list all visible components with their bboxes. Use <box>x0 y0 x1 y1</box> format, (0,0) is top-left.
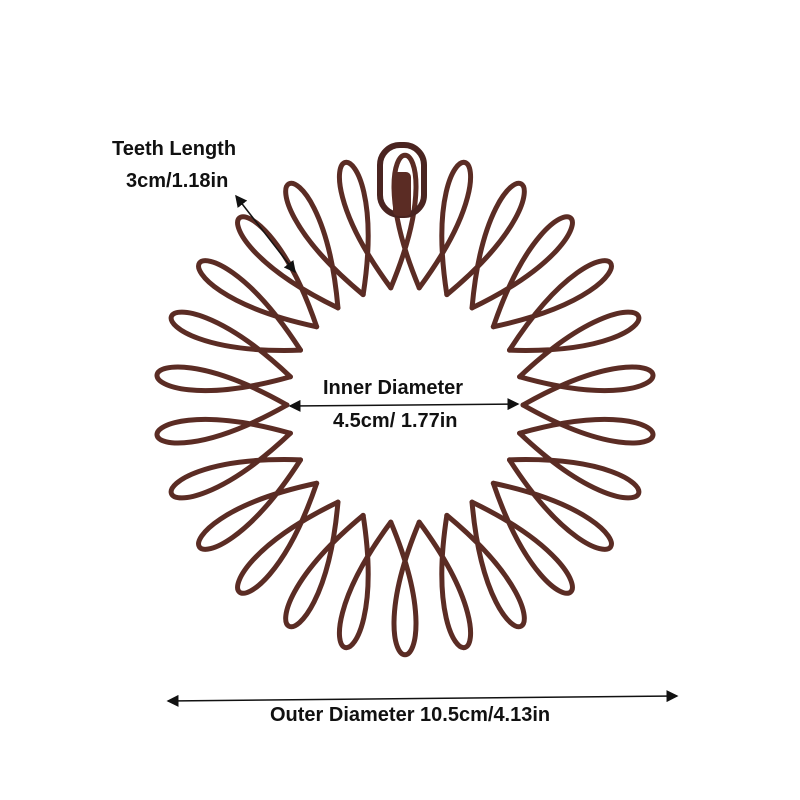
comb-loop <box>283 180 366 311</box>
comb-loop <box>416 512 474 651</box>
comb-loop <box>336 512 394 651</box>
teeth-length-title: Teeth Length <box>112 138 237 160</box>
comb-loop <box>154 402 293 446</box>
comb-loop <box>517 402 656 446</box>
comb-loop <box>416 159 474 298</box>
comb-loop <box>168 430 304 501</box>
comb-loop <box>388 152 422 291</box>
comb-loop <box>517 364 656 408</box>
comb-loop <box>168 309 304 380</box>
comb-loop <box>469 214 575 330</box>
teeth-length-value: 3cm/1.18in <box>126 170 229 192</box>
comb-loop <box>196 457 320 552</box>
teeth-length-arrow <box>235 194 296 274</box>
comb-loop <box>506 309 642 380</box>
clasp <box>377 142 427 218</box>
inner-diameter-arrow <box>288 398 520 412</box>
inner-diameter-value: 4.5cm/ 1.77in <box>333 410 458 432</box>
outer-diameter-label: Outer Diameter 10.5cm/4.13in <box>270 704 551 726</box>
comb-loop <box>283 499 366 630</box>
comb-loop <box>388 519 422 658</box>
outer-diameter-arrow <box>166 690 679 707</box>
comb-loop <box>235 480 341 596</box>
comb-loop <box>490 258 614 353</box>
comb-loop <box>490 457 614 552</box>
comb-loop <box>196 258 320 353</box>
comb-loop <box>154 364 293 408</box>
comb-loop <box>469 480 575 596</box>
comb-loop <box>336 159 394 298</box>
inner-diameter-title: Inner Diameter <box>323 377 464 399</box>
comb-loop <box>444 499 527 630</box>
comb-loops <box>154 152 656 658</box>
comb-loop <box>444 180 527 311</box>
comb-loop <box>506 430 642 501</box>
